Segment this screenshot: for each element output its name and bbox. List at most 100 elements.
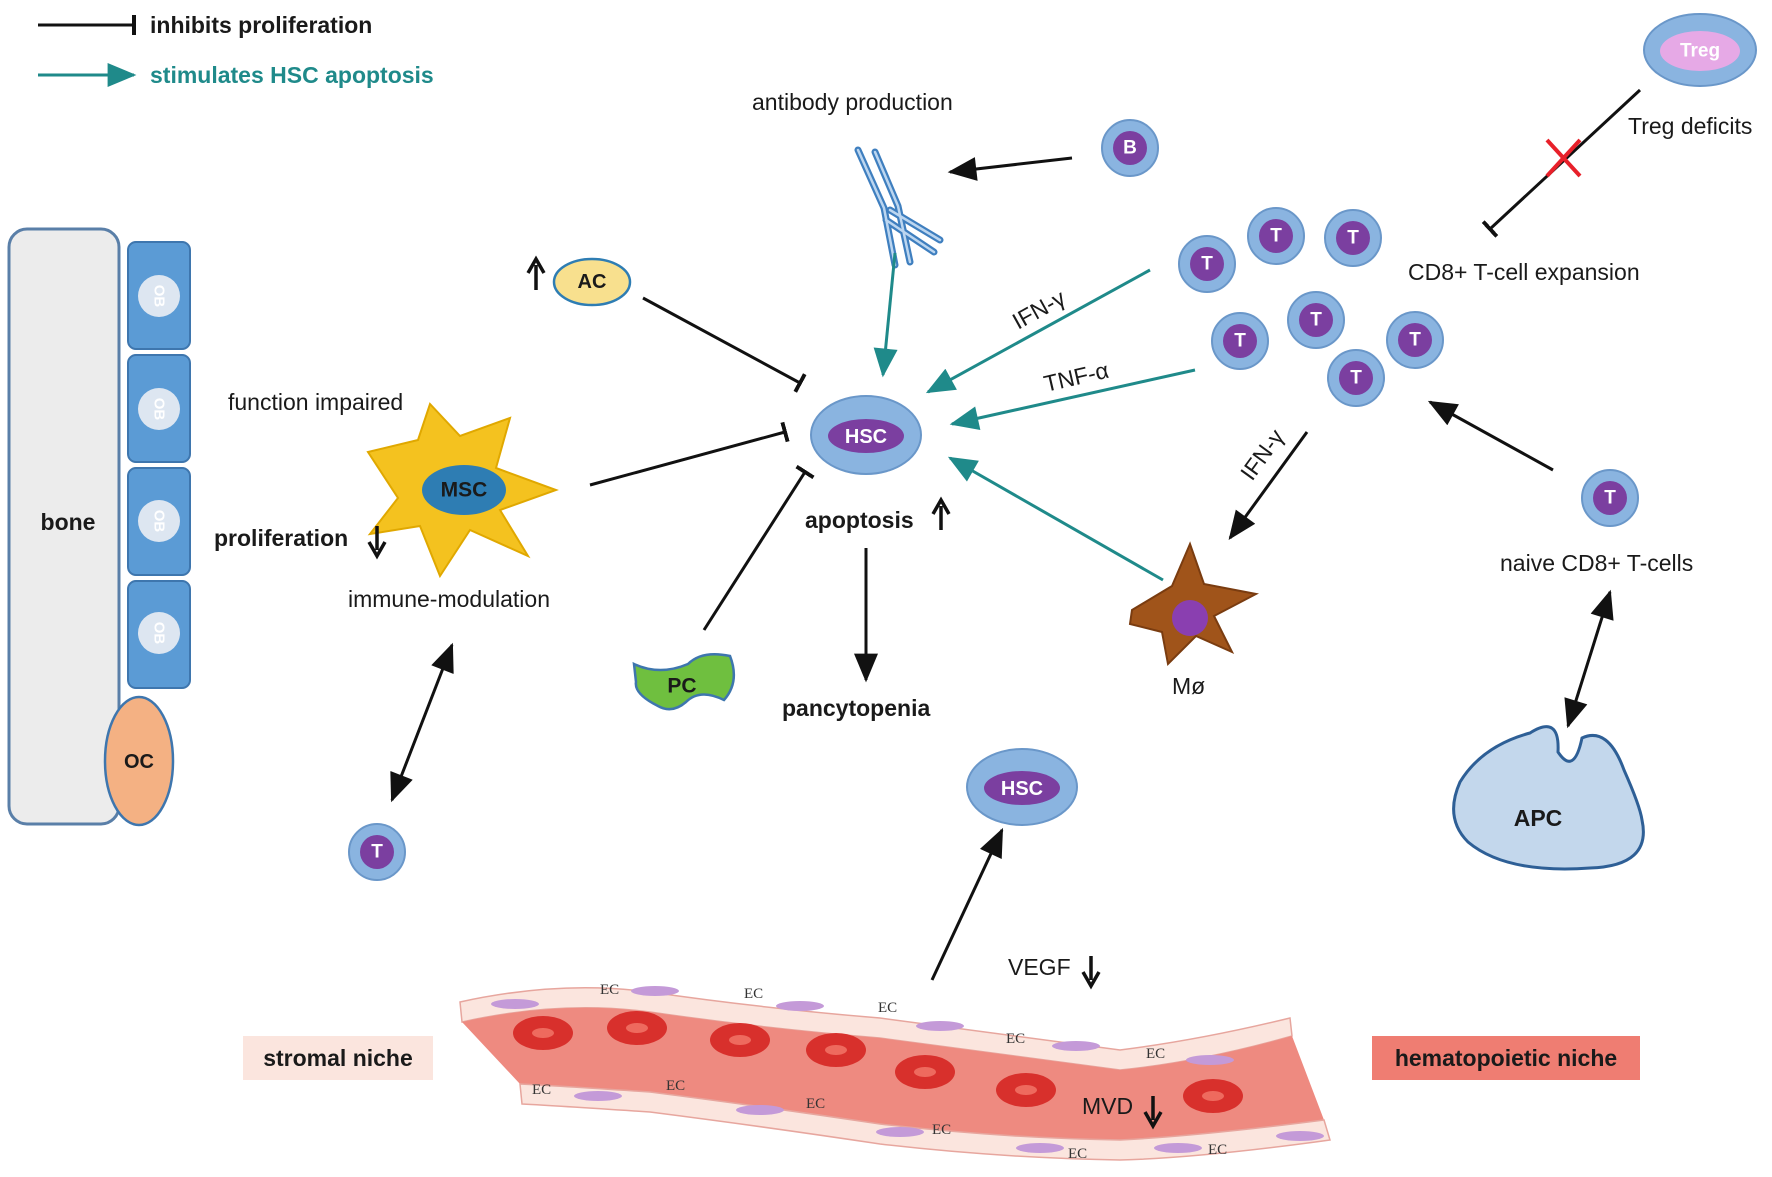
ifn-gamma-arrow [925, 268, 1151, 394]
pc-cell: PC [632, 653, 736, 711]
apoptosis-label: apoptosis [805, 507, 914, 533]
red-blood-cell [996, 1073, 1056, 1107]
bone-block [7, 227, 121, 826]
ec-label: EC [1006, 1031, 1025, 1047]
cd8-expansion-label: CD8+ T-cell expansion [1408, 259, 1640, 285]
osteoblast: OB [127, 580, 191, 689]
osteoblast-label: OB [151, 622, 168, 645]
osteoclast-label: OC [124, 751, 154, 773]
ec-label: EC [744, 986, 763, 1002]
ec-labels: EC EC EC EC EC EC EC EC EC EC EC [532, 982, 1227, 1162]
osteoblast-label: OB [151, 285, 168, 308]
apc-cell: APC [1452, 725, 1645, 871]
osteoclast: OC [103, 695, 175, 827]
osteoblast: OB [127, 241, 191, 350]
apc-naive-double-arrow [1564, 589, 1614, 729]
proliferation-down-arrow [367, 526, 387, 560]
red-blood-cell [710, 1023, 770, 1057]
ec-label: EC [666, 1078, 685, 1094]
stromal-niche-label: stromal niche [263, 1045, 413, 1071]
t-cell-label: T [1201, 254, 1213, 275]
t-cell-label: T [1347, 228, 1359, 249]
red-blood-cell [806, 1033, 866, 1067]
b-cell: B [1101, 119, 1159, 177]
treg-label: Treg [1680, 41, 1720, 62]
vegf-label: VEGF [1008, 954, 1071, 980]
t-cell: T [1247, 207, 1305, 265]
legend-stimulate-label: stimulates HSC apoptosis [150, 62, 434, 88]
t-to-macrophage-arrow [1228, 431, 1309, 540]
hsc-label: HSC [845, 426, 887, 448]
ac-inhibits-hsc [642, 296, 807, 393]
naive-cd8-label: naive CD8+ T-cells [1500, 550, 1693, 576]
ifn-gamma-label-1: IFN-γ [1008, 284, 1070, 334]
proliferation-label: proliferation [214, 525, 348, 551]
ifn-gamma-label-2: IFN-γ [1235, 424, 1289, 485]
red-blood-cell [895, 1055, 955, 1089]
ec-label: EC [1068, 1146, 1087, 1162]
t-cell-label: T [1604, 488, 1616, 509]
pc-inhibits-hsc [702, 464, 815, 631]
bone-structure: bone OB OB OB OB OC [7, 227, 191, 827]
ac-up-arrow [526, 255, 546, 290]
vessel-lumen [462, 1007, 1324, 1140]
ec-label: EC [806, 1096, 825, 1112]
hsc-cell-niche: HSC [966, 748, 1078, 826]
pancytopenia-label: pancytopenia [782, 695, 930, 721]
t-cell-label: T [371, 842, 383, 863]
ac-cell: AC [552, 257, 632, 307]
hematopoietic-niche-label: hematopoietic niche [1395, 1045, 1617, 1071]
t-cell-label: T [1350, 368, 1362, 389]
b-to-antibody-arrow [947, 156, 1073, 181]
treg-deficits-label: Treg deficits [1628, 113, 1752, 139]
antibody-icon [854, 146, 944, 269]
endothelial-nuclei [491, 986, 1324, 1153]
ec-label: EC [878, 1000, 897, 1016]
t-cell: T [1211, 312, 1269, 370]
function-impaired-label: function impaired [228, 389, 403, 415]
hsc-label: HSC [1001, 778, 1043, 800]
blocked-cross-icon [1545, 138, 1582, 178]
vegf-down-arrow [1081, 956, 1101, 990]
osteoblast-label: OB [151, 398, 168, 421]
macrophage-stimulates-hsc [947, 456, 1164, 582]
ec-label: EC [1146, 1046, 1165, 1062]
t-cell: T [348, 823, 406, 881]
blood-vessel: EC EC EC EC EC EC EC EC EC EC EC [459, 982, 1331, 1162]
immune-modulation-label: immune-modulation [348, 586, 550, 612]
macrophage-label: Mø [1172, 673, 1205, 699]
ec-label: EC [1208, 1142, 1227, 1158]
ec-label: EC [932, 1122, 951, 1138]
ac-label: AC [578, 271, 607, 293]
ec-label: EC [600, 982, 619, 998]
b-cell-label: B [1123, 138, 1137, 159]
red-blood-cell [513, 1016, 573, 1050]
t-cell: T [1178, 235, 1236, 293]
osteoblast-label: OB [151, 510, 168, 533]
pc-label: PC [667, 675, 696, 698]
tnf-alpha-arrow [949, 368, 1196, 430]
apc-label: APC [1514, 805, 1563, 831]
t-cell: T [1327, 349, 1385, 407]
t-cell-label: T [1409, 330, 1421, 351]
naive-t-cell: T [1581, 469, 1639, 527]
antibody-production-label: antibody production [752, 89, 953, 115]
osteoblast: OB [127, 354, 191, 463]
red-blood-cell [607, 1011, 667, 1045]
treg-cell: Treg [1643, 13, 1757, 87]
msc-cell: MSC [366, 402, 559, 579]
t-cell-label: T [1270, 226, 1282, 247]
vessel-to-hsc-arrow [930, 827, 1004, 981]
red-blood-cell [1183, 1079, 1243, 1113]
t-cell: T [1287, 291, 1345, 349]
ec-label: EC [532, 1082, 551, 1098]
msc-t-double-arrow [390, 642, 454, 803]
bone-label: bone [41, 509, 96, 535]
mvd-down-arrow [1143, 1096, 1163, 1130]
mvd-label: MVD [1082, 1093, 1133, 1119]
legend-inhibit-label: inhibits proliferation [150, 12, 372, 38]
apoptosis-up-arrow [931, 496, 951, 530]
hematopoietic-niche-tag: hematopoietic niche [1372, 1036, 1640, 1080]
osteoblast: OB [127, 467, 191, 576]
